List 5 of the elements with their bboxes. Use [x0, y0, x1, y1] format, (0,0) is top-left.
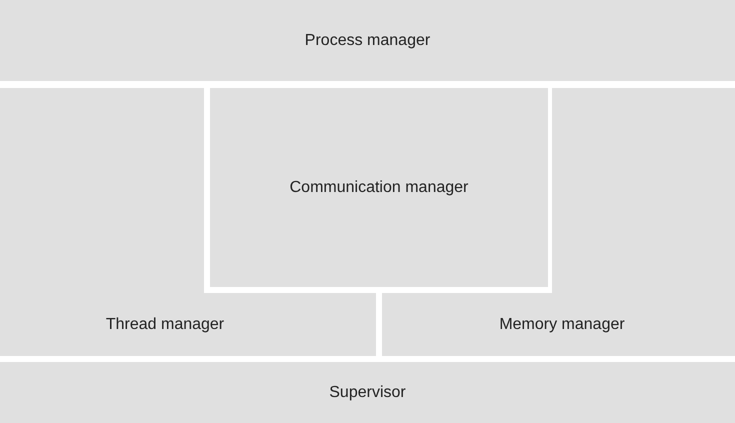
layer-label: Supervisor — [329, 382, 406, 402]
layer-label: Process manager — [304, 30, 430, 50]
layer-label: Thread manager — [106, 314, 224, 334]
layer-label: Memory manager — [499, 314, 625, 334]
layer-label: Communication manager — [290, 178, 468, 198]
